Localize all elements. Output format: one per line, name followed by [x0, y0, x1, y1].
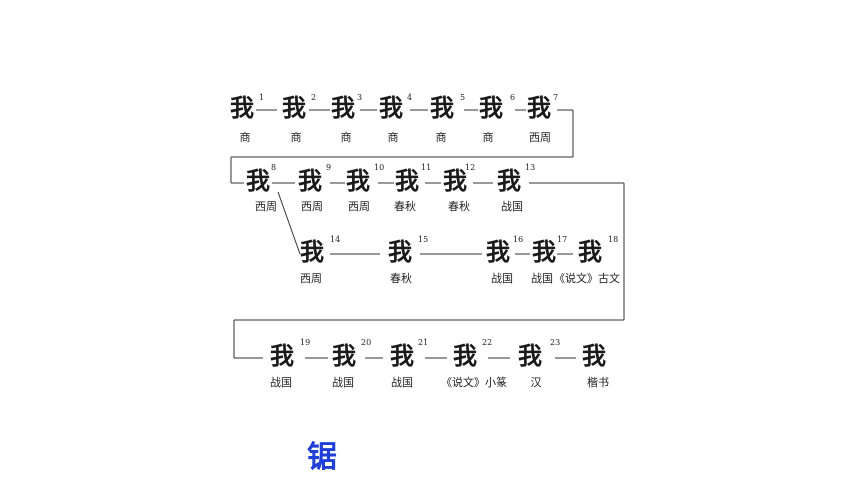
era-label-11: 春秋	[394, 200, 416, 213]
glyph-17: 我	[532, 237, 556, 266]
glyph-5: 我	[430, 93, 454, 122]
glyph-11: 我	[395, 166, 419, 195]
glyph-number-9: 9	[326, 163, 332, 172]
glyph-number-20: 20	[361, 338, 372, 347]
glyph-number-22: 22	[482, 338, 493, 347]
era-label-6: 商	[482, 131, 494, 144]
glyph-22: 我	[453, 341, 477, 370]
era-label-19: 战国	[270, 376, 292, 389]
glyph-8: 我	[246, 166, 270, 195]
glyph-number-15: 15	[418, 235, 429, 244]
glyph-number-4: 4	[407, 93, 413, 102]
glyph-21: 我	[390, 341, 414, 370]
glyph-number-3: 3	[357, 93, 363, 102]
glyph-7: 我	[527, 93, 551, 122]
era-label-17: 战国	[531, 272, 553, 285]
era-label-24: 楷书	[587, 376, 609, 389]
glyph-12: 我	[443, 166, 467, 195]
glyph-number-13: 13	[525, 163, 536, 172]
era-label-10: 西周	[348, 200, 370, 213]
glyph-19: 我	[270, 341, 294, 370]
glyph-number-17: 17	[557, 235, 568, 244]
era-label-16: 战国	[491, 272, 513, 285]
glyph-16: 我	[486, 237, 510, 266]
glyph-number-5: 5	[460, 93, 466, 102]
glyph-18: 我	[578, 237, 602, 266]
era-label-15: 春秋	[390, 272, 412, 285]
glyph-number-10: 10	[374, 163, 385, 172]
era-label-20: 战国	[332, 376, 354, 389]
glyph-6: 我	[479, 93, 503, 122]
glyph-14: 我	[300, 237, 324, 266]
era-label-21: 战国	[391, 376, 413, 389]
glyph-number-14: 14	[330, 235, 341, 244]
glyph-number-7: 7	[553, 93, 559, 102]
era-label-3: 商	[340, 131, 352, 144]
era-label-4: 商	[387, 131, 399, 144]
glyph-number-6: 6	[510, 93, 516, 102]
glyph-number-18: 18	[608, 235, 619, 244]
era-label-8: 西周	[255, 200, 277, 213]
glyph-24: 我	[582, 341, 606, 370]
glyph-number-19: 19	[300, 338, 311, 347]
era-label-12: 春秋	[448, 200, 470, 213]
era-label-9: 西周	[301, 200, 323, 213]
glyph-4: 我	[379, 93, 403, 122]
glyph-number-1: 1	[259, 93, 265, 102]
highlighted-character: 锯	[307, 440, 337, 475]
era-label-5: 商	[435, 131, 447, 144]
glyph-number-21: 21	[418, 338, 429, 347]
glyph-13: 我	[497, 166, 521, 195]
era-label-13: 战国	[501, 200, 523, 213]
glyph-2: 我	[282, 93, 306, 122]
era-label-7: 西周	[529, 131, 551, 144]
glyph-number-2: 2	[311, 93, 317, 102]
glyph-number-11: 11	[421, 163, 432, 172]
glyph-number-16: 16	[513, 235, 524, 244]
glyph-number-8: 8	[271, 163, 277, 172]
era-label-18: 《说文》古文	[554, 272, 620, 285]
era-label-2: 商	[290, 131, 302, 144]
glyph-9: 我	[298, 166, 322, 195]
glyph-1: 我	[230, 93, 254, 122]
glyph-10: 我	[346, 166, 370, 195]
glyph-23: 我	[518, 341, 542, 370]
glyph-number-12: 12	[465, 163, 476, 172]
era-label-1: 商	[239, 131, 251, 144]
era-label-23: 汉	[530, 376, 542, 389]
era-label-14: 西周	[300, 272, 322, 285]
glyph-3: 我	[331, 93, 355, 122]
era-label-22: 《说文》小篆	[441, 376, 507, 389]
glyph-20: 我	[332, 341, 356, 370]
glyph-15: 我	[388, 237, 412, 266]
glyph-number-23: 23	[550, 338, 561, 347]
